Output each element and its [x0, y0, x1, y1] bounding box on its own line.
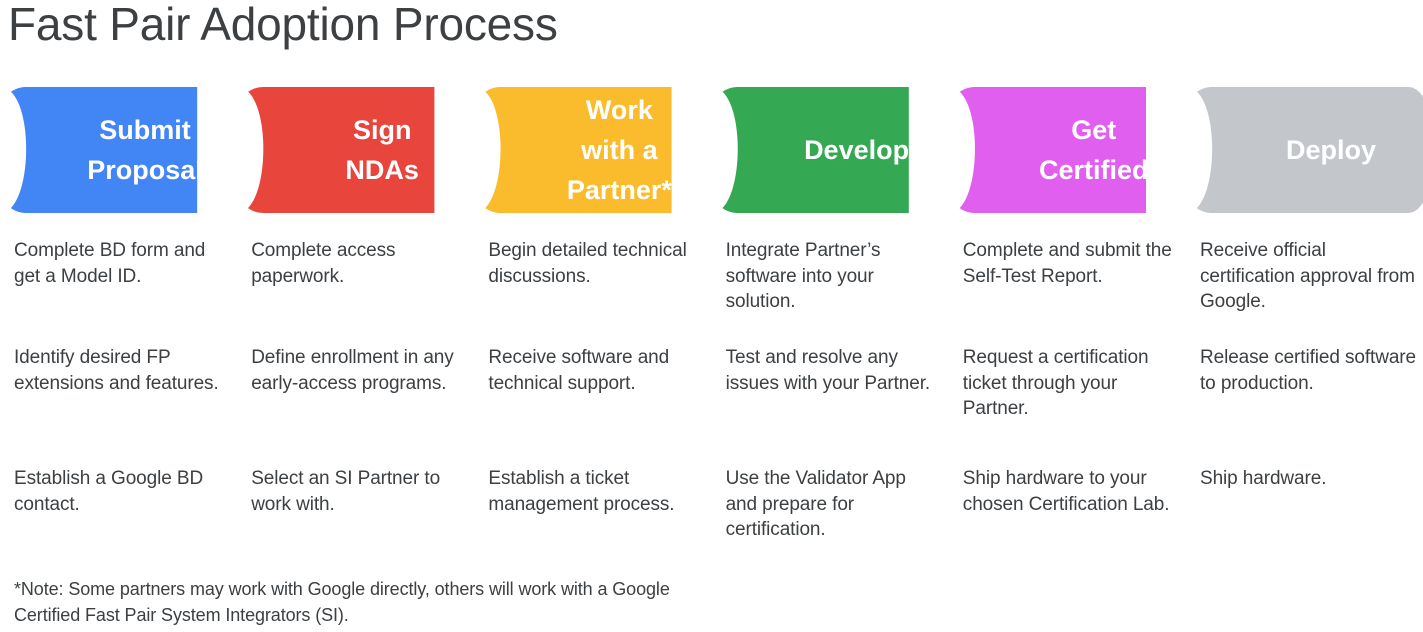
list-item: Complete access paperwork.	[251, 240, 396, 287]
ribbon-shapes	[0, 87, 1423, 213]
chevron-notch-submit-proposal	[0, 87, 27, 213]
chevron-submit-proposal[interactable]	[0, 87, 249, 213]
chevron-notch-develop	[671, 87, 738, 213]
chevron-work-with-a-partner[interactable]	[474, 87, 723, 213]
list-item: Establish a ticket management process.	[488, 468, 675, 515]
chevron-notch-deploy	[1146, 87, 1213, 213]
page-title: Fast Pair Adoption Process	[8, 0, 558, 50]
list-item: Receive software and technical support.	[488, 347, 670, 394]
list-item: Test and resolve any issues with your Pa…	[725, 347, 931, 394]
list-item: Release certified software to production…	[1200, 347, 1417, 394]
chevron-develop[interactable]	[711, 87, 960, 213]
list-item: Ship hardware to your chosen Certificati…	[962, 468, 1170, 515]
chevron-sign-ndas[interactable]	[237, 87, 486, 213]
list-item: Ship hardware.	[1200, 468, 1327, 489]
list-item: Establish a Google BD contact.	[14, 468, 204, 515]
list-item: Select an SI Partner to work with.	[251, 468, 441, 515]
list-item: Complete and submit the Self-Test Report…	[962, 240, 1172, 287]
stage-detail-columns: Complete BD form and get a Model ID. Ide…	[0, 238, 1423, 558]
chevron-notch-sign-ndas	[197, 87, 264, 213]
list-item: Begin detailed technical discussions.	[488, 240, 687, 287]
list-item: Receive official certification approval …	[1200, 240, 1415, 312]
list-item: Complete BD form and get a Model ID.	[14, 240, 206, 287]
list-item: Use the Validator App and prepare for ce…	[725, 468, 906, 540]
chevron-notch-get-certified	[908, 87, 975, 213]
chevron-get-certified[interactable]	[948, 87, 1197, 213]
chevron-notch-work-with-a-partner	[434, 87, 501, 213]
list-item: Request a certification ticket through y…	[962, 347, 1149, 419]
list-item: Identify desired FP extensions and featu…	[14, 347, 219, 394]
chevron-deploy[interactable]	[1186, 87, 1423, 213]
footnote-text: *Note: Some partners may work with Googl…	[14, 579, 670, 625]
list-item: Define enrollment in any early-access pr…	[251, 347, 454, 394]
list-item: Integrate Partner’s software into your s…	[725, 240, 881, 312]
